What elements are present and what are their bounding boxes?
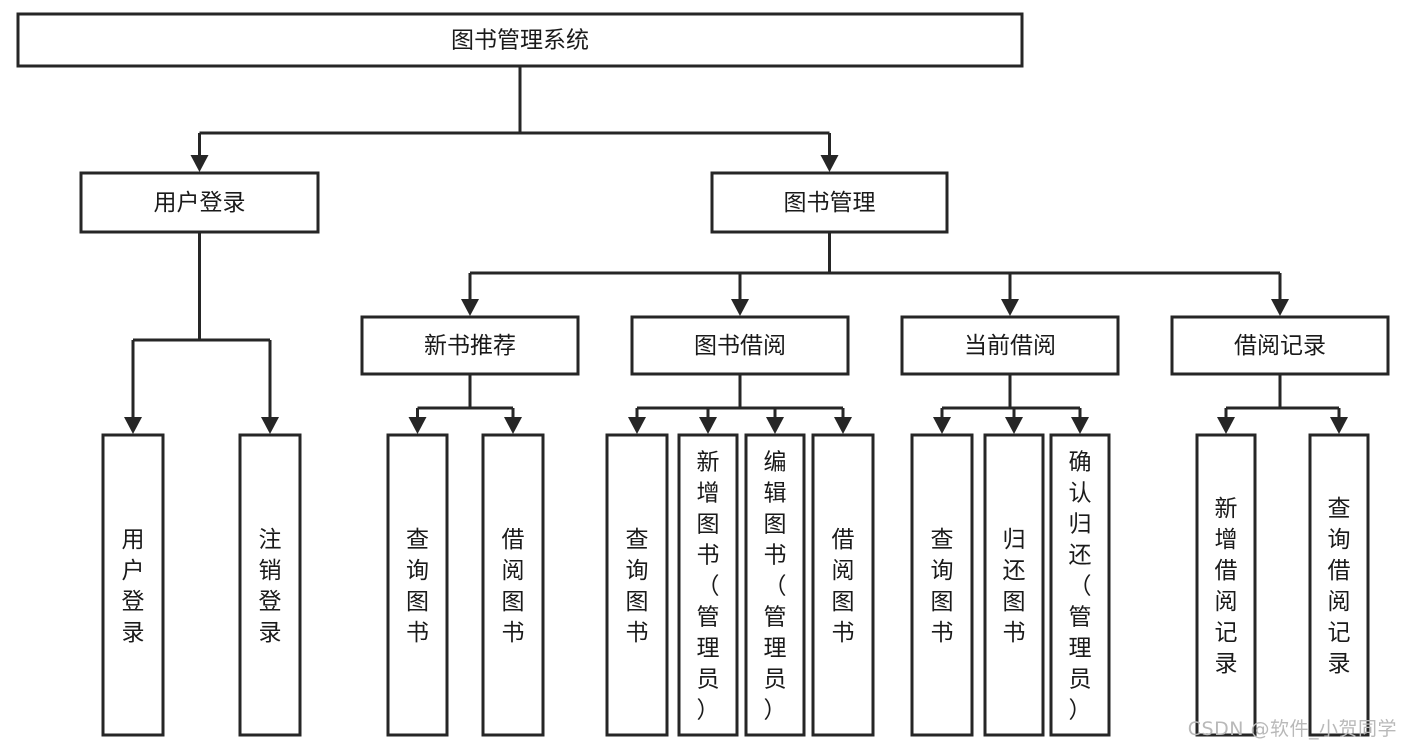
arrow-head-icon (461, 299, 479, 316)
node-leaf-borrow-book[interactable]: 借阅图书 (811, 433, 875, 737)
arrow-head-icon (261, 417, 279, 434)
arrow-head-icon (190, 155, 209, 172)
node-box-leaf-user-login (101, 433, 165, 737)
node-root[interactable]: 图书管理系统 (16, 12, 1024, 68)
node-label-leaf-query-borrow-record: 查询借阅记录 (1328, 496, 1351, 677)
node-box-leaf-query-book-recommend (386, 433, 449, 737)
node-label-leaf-return-book: 归还图书 (1003, 527, 1026, 646)
node-leaf-add-book-admin[interactable]: 新增图书（管理员） (677, 433, 739, 737)
arrow-head-icon (834, 417, 852, 434)
arrow-head-icon (504, 417, 522, 434)
node-box-leaf-add-book-admin (677, 433, 739, 737)
node-leaf-logout-login[interactable]: 注销登录 (238, 433, 302, 737)
node-leaf-confirm-return-admin[interactable]: 确认归还（管理员） (1049, 433, 1111, 737)
arrow-head-icon (731, 299, 749, 316)
node-leaf-return-book[interactable]: 归还图书 (983, 433, 1045, 737)
node-leaf-query-book-borrow[interactable]: 查询图书 (605, 433, 669, 737)
arrow-head-icon (766, 417, 784, 434)
node-label-new-book-recommend: 新书推荐 (424, 333, 516, 359)
node-box-leaf-query-book-current (910, 433, 974, 737)
node-box-leaf-query-book-borrow (605, 433, 669, 737)
node-label-leaf-confirm-return-admin: 确认归还（管理员） (1069, 450, 1092, 724)
node-label-root: 图书管理系统 (451, 28, 589, 54)
arrow-head-icon (1217, 417, 1235, 434)
arrow-head-icon (124, 417, 142, 434)
node-label-borrow-record: 借阅记录 (1234, 333, 1326, 359)
arrow-head-icon (699, 417, 717, 434)
node-label-book-borrow: 图书借阅 (694, 333, 786, 359)
node-new-book-recommend[interactable]: 新书推荐 (360, 315, 580, 376)
node-box-leaf-borrow-book-recommend (481, 433, 545, 737)
node-label-leaf-add-borrow-record: 新增借阅记录 (1215, 496, 1238, 677)
arrow-head-icon (820, 155, 839, 172)
node-box-leaf-borrow-book (811, 433, 875, 737)
node-box-borrow-record (1170, 315, 1390, 376)
arrow-head-icon (408, 417, 427, 434)
node-label-leaf-add-book-admin: 新增图书（管理员） (697, 450, 720, 724)
node-label-leaf-borrow-book: 借阅图书 (832, 527, 855, 646)
node-label-leaf-query-book-recommend: 查询图书 (406, 527, 429, 646)
arrow-head-icon (1071, 417, 1089, 434)
node-box-book-management (710, 171, 949, 234)
node-box-leaf-logout-login (238, 433, 302, 737)
arrow-head-icon (1001, 299, 1019, 316)
node-leaf-add-borrow-record[interactable]: 新增借阅记录 (1195, 433, 1257, 737)
node-box-leaf-return-book (983, 433, 1045, 737)
node-label-leaf-query-book-borrow: 查询图书 (626, 527, 649, 646)
arrow-head-icon (1271, 299, 1289, 316)
node-leaf-query-book-recommend[interactable]: 查询图书 (386, 433, 449, 737)
node-box-current-borrow (900, 315, 1120, 376)
node-book-management[interactable]: 图书管理 (710, 171, 949, 234)
node-box-user-login (79, 171, 320, 234)
node-box-new-book-recommend (360, 315, 580, 376)
node-leaf-user-login[interactable]: 用户登录 (101, 433, 165, 737)
node-label-leaf-user-login: 用户登录 (122, 527, 145, 646)
node-leaf-edit-book-admin[interactable]: 编辑图书（管理员） (744, 433, 806, 737)
node-label-leaf-logout-login: 注销登录 (259, 527, 282, 646)
node-label-leaf-edit-book-admin: 编辑图书（管理员） (764, 450, 787, 724)
node-leaf-query-borrow-record[interactable]: 查询借阅记录 (1308, 433, 1370, 737)
node-leaf-borrow-book-recommend[interactable]: 借阅图书 (481, 433, 545, 737)
node-label-book-management: 图书管理 (784, 190, 876, 216)
node-label-user-login: 用户登录 (154, 190, 246, 216)
node-label-leaf-borrow-book-recommend: 借阅图书 (502, 527, 525, 646)
node-leaf-query-book-current[interactable]: 查询图书 (910, 433, 974, 737)
node-box-leaf-confirm-return-admin (1049, 433, 1111, 737)
node-current-borrow[interactable]: 当前借阅 (900, 315, 1120, 376)
node-layer: 图书管理系统用户登录图书管理新书推荐图书借阅当前借阅借阅记录用户登录注销登录查询… (16, 12, 1390, 737)
node-box-leaf-query-borrow-record (1308, 433, 1370, 737)
connector-layer (124, 66, 1348, 434)
node-box-root (16, 12, 1024, 68)
node-label-leaf-query-book-current: 查询图书 (931, 527, 954, 646)
node-label-current-borrow: 当前借阅 (964, 333, 1056, 359)
arrow-head-icon (628, 417, 646, 434)
node-box-leaf-add-borrow-record (1195, 433, 1257, 737)
arrow-head-icon (933, 417, 951, 434)
arrow-head-icon (1330, 417, 1348, 434)
node-box-book-borrow (630, 315, 850, 376)
node-user-login[interactable]: 用户登录 (79, 171, 320, 234)
node-book-borrow[interactable]: 图书借阅 (630, 315, 850, 376)
node-borrow-record[interactable]: 借阅记录 (1170, 315, 1390, 376)
arrow-head-icon (1005, 417, 1023, 434)
node-box-leaf-edit-book-admin (744, 433, 806, 737)
